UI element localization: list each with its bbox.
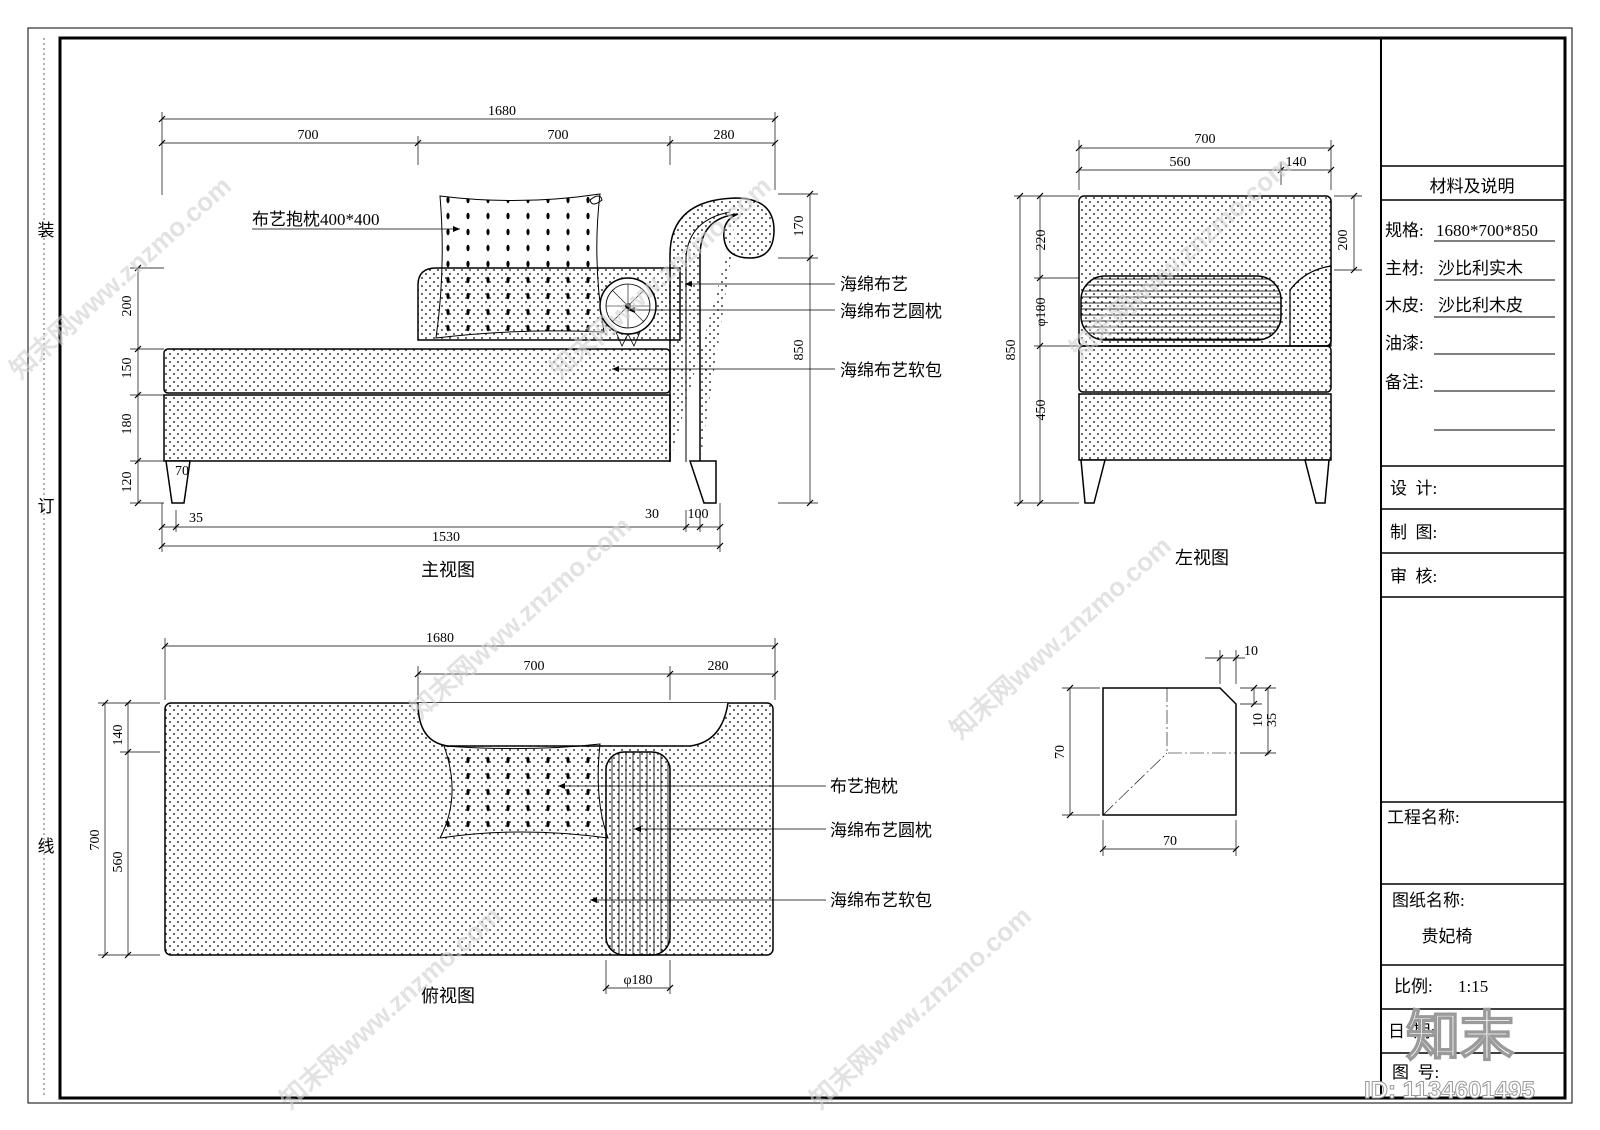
drawing-no-label: 图 号: [1392,1063,1439,1082]
materials-header: 材料及说明 [1430,177,1515,196]
paint-label: 油漆: [1385,334,1424,353]
project-name-label: 工程名称: [1387,808,1460,827]
front-dim-arm-top-170: 170 [792,216,807,237]
front-seat-cushion [163,348,671,394]
side-leg-left [1080,459,1106,504]
sheet-frame [27,27,1573,1104]
drawing-name-label: 图纸名称: [1392,891,1465,910]
scale-label: 比例: [1394,977,1433,996]
top-callout-soft-pack: 海绵布艺软包 [830,891,932,910]
leg-dim-right-35: 35 [1265,713,1280,727]
leg-section-outline [1102,687,1237,816]
side-seat [1078,345,1332,393]
main-material-label: 主材: [1385,259,1424,278]
spec-label: 规格: [1385,221,1424,240]
leg-dim-bottom-70: 70 [1163,834,1177,849]
top-dim-d-560: 560 [111,852,126,873]
front-dimensions [130,112,818,552]
front-dim-base-1530: 1530 [432,530,460,545]
binding-label-top: 装 [38,221,55,240]
side-base [1078,393,1332,461]
top-view: 1680 700 280 700 140 560 φ180 布艺抱枕 海绵布艺圆… [88,631,932,1006]
top-dim-seg-700: 700 [524,659,545,674]
title-block: 材料及说明 规格: 1680*700*850 主材: 沙比利实木 木皮: 沙比利… [1381,165,1565,1082]
front-dim-leg-35: 35 [189,511,203,526]
leg-dim-left-70: 70 [1053,745,1068,759]
top-dim-phi180: φ180 [623,973,652,988]
binding-margin: 装 订 线 [38,221,55,856]
leg-dim-top-10: 10 [1244,644,1258,659]
side-view: 700 560 140 220 φ180 450 850 200 左视图 [1004,132,1362,568]
side-dim-h-220: 220 [1034,230,1049,251]
top-round-bolster [605,751,671,956]
front-throw-pillow [435,193,605,339]
top-view-title: 俯视图 [421,986,475,1006]
front-dim-height-150: 150 [120,358,135,379]
veneer-label: 木皮: [1385,296,1424,315]
front-base [163,394,671,462]
front-dim-seg-3: 280 [714,128,735,143]
front-callout-round-pillow: 海绵布艺圆枕 [840,302,942,321]
scale-value: 1:15 [1458,977,1488,996]
front-dim-seg-2: 700 [548,128,569,143]
side-dim-seg-560: 560 [1170,155,1191,170]
review-label: 审 核: [1390,567,1437,586]
drafting-label: 制 图: [1390,523,1437,542]
top-dim-seg-280: 280 [708,659,729,674]
spec-value: 1680*700*850 [1436,221,1538,240]
top-dim-d-140: 140 [111,725,126,746]
watermark-logo: 知末 [1406,1007,1514,1067]
front-dim-leg-100: 100 [688,507,709,522]
side-dim-width-700: 700 [1195,132,1216,147]
front-callout-sponge-fabric: 海绵布艺 [840,275,908,294]
date-label: 日 期: [1388,1022,1435,1041]
front-leg-left [165,460,191,504]
side-leg-right [1304,459,1330,504]
front-dim-overall-height: 850 [792,340,807,361]
watermark-id: ID: 1134601495 [1364,1077,1535,1104]
front-dim-leg-70: 70 [175,464,189,479]
side-view-title: 左视图 [1175,548,1229,568]
front-callout-soft-pack: 海绵布艺软包 [840,361,942,380]
binding-label-bottom: 线 [38,837,55,856]
top-dim-total-1680: 1680 [426,631,454,646]
binding-label-middle: 订 [38,497,55,516]
side-dim-h-450: 450 [1034,400,1049,421]
front-callout-pillow: 布艺抱枕400*400 [252,210,380,229]
front-dim-total-width: 1680 [488,104,516,119]
front-dim-seg-1: 700 [298,128,319,143]
side-dim-overall-850: 850 [1004,340,1019,361]
side-dim-h-phi180: φ180 [1034,297,1049,326]
side-arm [1289,265,1332,347]
front-scroll-arm [669,197,775,462]
top-throw-pillow [439,743,609,839]
top-callout-pillow: 布艺抱枕 [830,777,898,796]
watermark-text-7: 知末网www.znzmo.com [804,900,1037,1114]
front-view: 1680 700 700 280 200 150 180 120 170 850… [120,104,942,580]
main-material-value: 沙比利实木 [1438,259,1523,278]
front-dim-leg-30: 30 [645,507,659,522]
veneer-value: 沙比利木皮 [1438,296,1523,315]
front-view-title: 主视图 [421,560,475,580]
front-leg-right [688,460,717,504]
design-label: 设 计: [1390,479,1437,498]
side-bolster [1080,275,1282,341]
front-dim-height-200: 200 [120,296,135,317]
top-backrest-notch [417,702,729,747]
leg-section: 10 10 35 70 70 [1053,644,1280,856]
top-dim-depth-700: 700 [88,830,103,851]
leg-dim-right-10: 10 [1251,713,1266,727]
drawing-name-value: 贵妃椅 [1422,927,1473,946]
side-dim-seg-140: 140 [1286,155,1307,170]
front-dim-height-180: 180 [120,414,135,435]
top-callout-round-pillow: 海绵布艺圆枕 [830,821,932,840]
side-dim-right-200: 200 [1336,230,1351,251]
front-dim-height-120: 120 [120,472,135,493]
remarks-label: 备注: [1385,373,1424,392]
